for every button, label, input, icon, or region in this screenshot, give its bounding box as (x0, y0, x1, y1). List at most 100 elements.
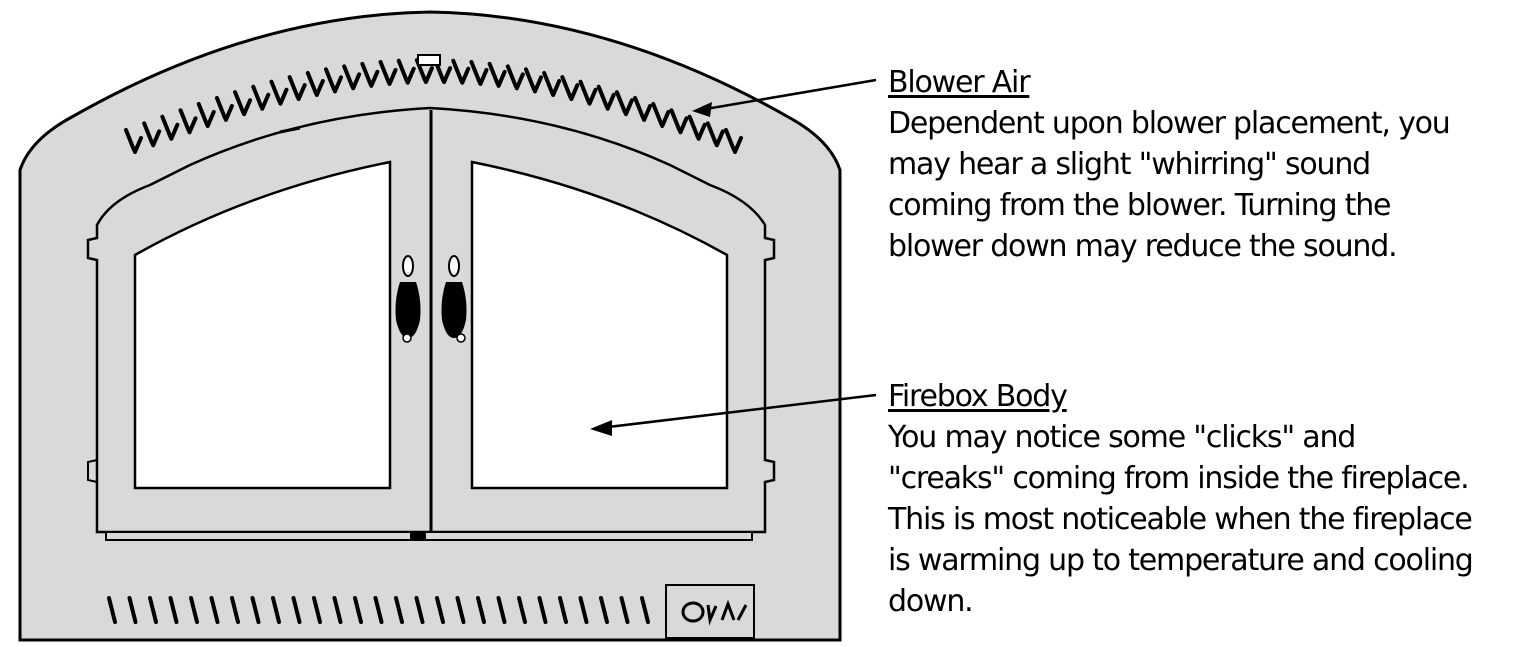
vent-slot (394, 596, 404, 624)
vent-slot (533, 75, 543, 94)
vent-slot (142, 121, 155, 146)
vent-slot (242, 98, 253, 117)
left-door-glass (133, 160, 392, 490)
vent-slot (558, 596, 568, 624)
vent-slot (578, 596, 589, 624)
vent-slot (127, 596, 138, 624)
vent-slot (478, 67, 489, 86)
blower-air-callout: Blower Air Dependent upon blower placeme… (888, 62, 1518, 267)
vent-slot (524, 67, 536, 92)
vent-slot (178, 108, 191, 133)
vent-slot (660, 109, 671, 128)
vent-slot (714, 129, 725, 148)
blower-air-title: Blower Air (888, 65, 1031, 100)
vent-slot (633, 95, 646, 120)
vent-slot (587, 87, 598, 106)
vent-slot (537, 596, 548, 624)
door-frame-left-notch (87, 459, 98, 483)
upper-vent-grille (124, 58, 743, 154)
vent-slot (505, 64, 518, 89)
left-door-handle (395, 255, 421, 343)
vent-slot (160, 114, 173, 139)
vent-slot (578, 79, 591, 104)
vent-slot (733, 136, 743, 154)
vent-slot (278, 87, 289, 106)
vent-slot (705, 121, 718, 146)
vent-slot (223, 103, 234, 122)
vent-slot (233, 90, 246, 115)
vent-slot (250, 596, 261, 624)
right-door-handle (441, 255, 467, 343)
vent-slot (642, 103, 653, 122)
vent-slot (476, 596, 486, 624)
vent-slot (124, 128, 136, 152)
vent-slot (189, 596, 199, 624)
vent-slot (196, 101, 209, 126)
blower-air-line-2: may hear a slight "whirring" sound (888, 147, 1371, 182)
right-door-glass (470, 160, 729, 490)
lower-vent-grille (107, 596, 650, 624)
vent-slot (287, 75, 300, 100)
vent-slot (230, 596, 240, 624)
vent-slot (296, 83, 307, 102)
vent-slot (168, 596, 179, 624)
vent-slot (324, 67, 336, 92)
firebox-body-line-2: "creaks" coming from inside the fireplac… (888, 461, 1470, 496)
vent-slot (369, 69, 380, 88)
vent-slot (387, 67, 398, 86)
vent-slot (373, 596, 384, 624)
vent-slot (169, 122, 180, 141)
vent-slot (451, 58, 464, 83)
door-sill-latch (410, 533, 426, 540)
vent-slot (514, 72, 525, 91)
vent-slot (314, 78, 325, 97)
vent-slot (469, 59, 482, 84)
firebox-body-line-1: You may notice some "clicks" and (888, 420, 1356, 455)
vent-slot (496, 69, 507, 88)
vent-slot (360, 61, 373, 86)
vent-slot (605, 92, 616, 111)
vent-slot (724, 128, 736, 152)
vent-slot (696, 122, 707, 141)
vent-slot (148, 596, 158, 624)
logo-plate (665, 584, 755, 639)
vent-slot (619, 596, 630, 624)
vent-slot (209, 596, 220, 624)
vent-slot (269, 79, 282, 104)
vent-slot (460, 66, 471, 85)
vent-slot (435, 596, 445, 624)
vent-slot (205, 109, 216, 128)
vent-slot (669, 108, 682, 133)
vent-slot (551, 78, 562, 97)
firebox-body-line-5: down. (888, 584, 974, 619)
vent-slot (405, 66, 416, 85)
vent-slot (378, 59, 391, 84)
vent-slot (342, 64, 355, 89)
vent-slot (442, 66, 453, 85)
blower-air-leader (692, 78, 877, 117)
vent-slot (596, 84, 609, 109)
blower-air-line-3: coming from the blower. Turning the (888, 188, 1391, 223)
vent-slot (496, 596, 507, 624)
vent-slot (517, 596, 527, 624)
vent-slot (455, 596, 466, 624)
firebox-body-title: Firebox Body (888, 379, 1068, 414)
vent-slot (614, 90, 627, 115)
door-sill (105, 531, 753, 541)
vent-slot (187, 116, 198, 135)
vent-slot (271, 596, 281, 624)
vent-slot (640, 596, 650, 624)
frame-top-mark (279, 126, 301, 134)
blower-air-line-4: blower down may reduce the sound. (888, 229, 1398, 264)
vent-slot (678, 116, 689, 135)
vent-slot (560, 75, 573, 100)
vent-slot (305, 70, 318, 95)
vent-slot (214, 95, 227, 120)
vent-slot (151, 129, 162, 148)
vent-slot (351, 72, 362, 91)
vent-slot (133, 136, 143, 154)
vent-slot (569, 83, 580, 102)
vent-slot (291, 596, 302, 624)
vent-slot (332, 596, 343, 624)
